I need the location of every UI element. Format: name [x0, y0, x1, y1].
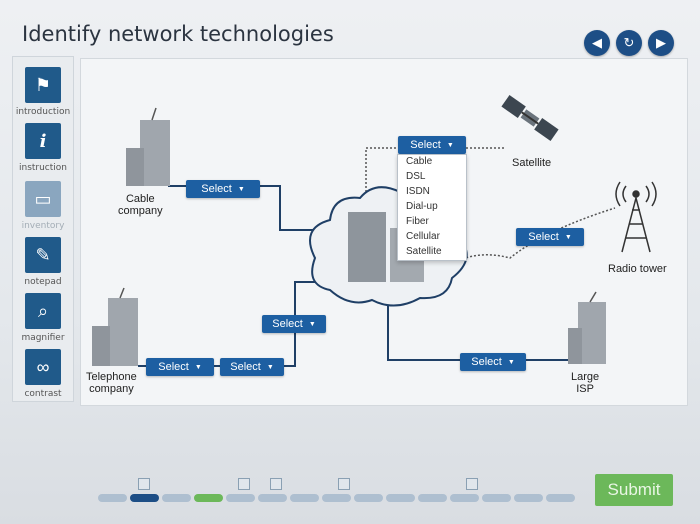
progress-segment[interactable] — [98, 494, 127, 502]
tool-contrast[interactable]: ∞ contrast — [13, 349, 73, 399]
prev-button[interactable]: ◀ — [584, 30, 610, 56]
flag-marker — [270, 478, 282, 490]
tool-instruction[interactable]: i instruction — [13, 123, 73, 173]
select-options-list: Cable DSL ISDN Dial-up Fiber Cellular Sa… — [397, 154, 467, 261]
flag-icon: ⚑ — [25, 67, 61, 103]
flag-marker — [238, 478, 250, 490]
progress-segment[interactable] — [290, 494, 319, 502]
tool-inventory: ▭ inventory — [13, 181, 73, 231]
progress-segment[interactable] — [162, 494, 191, 502]
progress-segment[interactable] — [322, 494, 351, 502]
telephone-company-label: Telephone company — [86, 371, 137, 395]
option-cable[interactable]: Cable — [406, 156, 433, 167]
magnifier-icon: ⌕ — [25, 293, 61, 329]
progress-segment-current[interactable] — [130, 494, 159, 502]
select-radio[interactable]: Select ▼ — [516, 228, 584, 246]
progress-segment[interactable] — [546, 494, 575, 502]
submit-button[interactable]: Submit — [595, 474, 673, 506]
tool-sidebar: ⚑ introduction i instruction ▭ inventory… — [12, 56, 74, 402]
chevron-down-icon: ▼ — [507, 358, 515, 366]
option-dial-up[interactable]: Dial-up — [406, 201, 438, 212]
pencil-icon: ✎ — [25, 237, 61, 273]
select-label: Select — [201, 183, 232, 195]
select-isp[interactable]: Select ▼ — [460, 353, 526, 371]
nav-buttons: ◀ ↻ ▶ — [584, 30, 674, 56]
flag-marker — [338, 478, 350, 490]
select-label: Select — [471, 356, 502, 368]
tool-notepad[interactable]: ✎ notepad — [13, 237, 73, 287]
progress-segment-done[interactable] — [194, 494, 223, 502]
tool-label: inventory — [21, 221, 65, 231]
large-isp-label: Large ISP — [571, 371, 600, 395]
progress-segment[interactable] — [450, 494, 479, 502]
tool-label: instruction — [18, 163, 67, 173]
chevron-down-icon: ▼ — [308, 320, 316, 328]
select-cable[interactable]: Select ▼ — [186, 180, 260, 198]
progress-segment[interactable] — [354, 494, 383, 502]
progress-segment[interactable] — [226, 494, 255, 502]
info-icon: i — [25, 123, 61, 159]
radio-link — [454, 207, 616, 263]
tool-magnifier[interactable]: ⌕ magnifier — [13, 293, 73, 343]
large-isp-building — [568, 291, 606, 364]
tool-label: magnifier — [21, 333, 65, 343]
select-label: Select — [272, 318, 303, 330]
tool-label: contrast — [24, 389, 62, 399]
glasses-icon: ∞ — [25, 349, 61, 385]
select-telephone-left[interactable]: Select ▼ — [146, 358, 214, 376]
satellite-label: Satellite — [512, 157, 552, 169]
radio-tower-label: Radio tower — [608, 263, 667, 275]
progress-segment[interactable] — [418, 494, 447, 502]
progress-segment[interactable] — [386, 494, 415, 502]
flag-marker — [466, 478, 478, 490]
cable-company-building — [126, 107, 170, 186]
chevron-down-icon: ▼ — [564, 233, 572, 241]
chevron-down-icon: ▼ — [237, 185, 245, 193]
progress-bar — [98, 494, 575, 502]
option-dsl[interactable]: DSL — [406, 171, 426, 182]
radio-tower-icon — [615, 181, 657, 253]
tool-label: notepad — [24, 277, 62, 287]
monitor-icon: ▭ — [25, 181, 61, 217]
refresh-button[interactable]: ↻ — [616, 30, 642, 56]
telephone-company-building — [92, 287, 138, 366]
option-satellite[interactable]: Satellite — [406, 246, 442, 257]
chevron-down-icon: ▼ — [446, 141, 454, 149]
satellite-icon — [501, 95, 559, 141]
option-fiber[interactable]: Fiber — [406, 216, 429, 227]
option-isdn[interactable]: ISDN — [406, 186, 430, 197]
chevron-down-icon: ▼ — [194, 363, 202, 371]
select-satellite[interactable]: Select ▼ — [398, 136, 466, 154]
chevron-down-icon: ▼ — [266, 363, 274, 371]
select-label: Select — [528, 231, 559, 243]
flag-marker — [138, 478, 150, 490]
next-button[interactable]: ▶ — [648, 30, 674, 56]
cable-company-label: Cable company — [118, 193, 163, 217]
option-cellular[interactable]: Cellular — [406, 231, 440, 242]
select-label: Select — [158, 361, 189, 373]
progress-segment[interactable] — [258, 494, 287, 502]
tool-label: introduction — [15, 107, 71, 117]
progress-segment[interactable] — [514, 494, 543, 502]
select-label: Select — [230, 361, 261, 373]
progress-segment[interactable] — [482, 494, 511, 502]
select-telephone-mid[interactable]: Select ▼ — [220, 358, 284, 376]
tool-introduction[interactable]: ⚑ introduction — [13, 67, 73, 117]
select-telephone-upper[interactable]: Select ▼ — [262, 315, 326, 333]
page-title: Identify network technologies — [22, 22, 334, 46]
select-label: Select — [410, 139, 441, 151]
